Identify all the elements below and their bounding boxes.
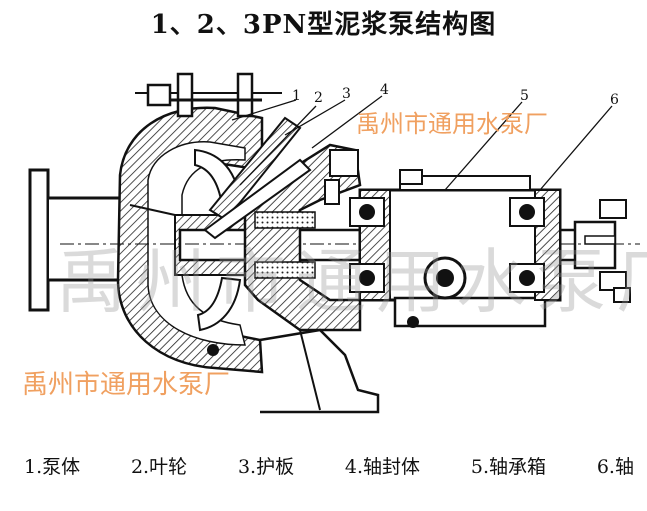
oil-drain-plug [423, 256, 467, 300]
callout-5: 5 [520, 88, 529, 104]
callout-6: 6 [610, 92, 619, 108]
bottom-watermark: 禹州市通用水泵厂 [22, 370, 231, 400]
callout-4: 4 [380, 82, 389, 98]
legend-item-seal-body: 4.轴封体 [344, 456, 421, 478]
callout-3: 3 [342, 86, 351, 102]
top-watermark: 禹州市通用水泵厂 [356, 110, 548, 138]
callout-leader-lines [231, 95, 613, 191]
shaft-coupling [599, 199, 631, 303]
center-watermark: 禹州市通用水泵厂 [56, 241, 647, 323]
callout-1: 1 [292, 88, 301, 104]
diagram-title: 1、2、3PN型泥浆泵结构图 [150, 10, 497, 40]
parts-legend: 1.泵体 2.叶轮 3.护板 4.轴封体 5.轴承箱 6.轴 [24, 452, 634, 479]
legend-item-bearing-box: 5.轴承箱 [470, 456, 547, 478]
inlet-flange [28, 168, 129, 312]
callout-2: 2 [314, 90, 323, 106]
legend-item-pump-body: 1.泵体 [24, 456, 81, 478]
support-frame [207, 316, 419, 414]
legend-item-shaft: 6.轴 [596, 456, 634, 478]
top-bolt [135, 72, 282, 118]
legend-item-guard-plate: 3.护板 [237, 456, 295, 478]
front-bearing [349, 197, 385, 293]
rear-bearing [509, 197, 545, 293]
legend-item-impeller: 2.叶轮 [130, 456, 188, 478]
